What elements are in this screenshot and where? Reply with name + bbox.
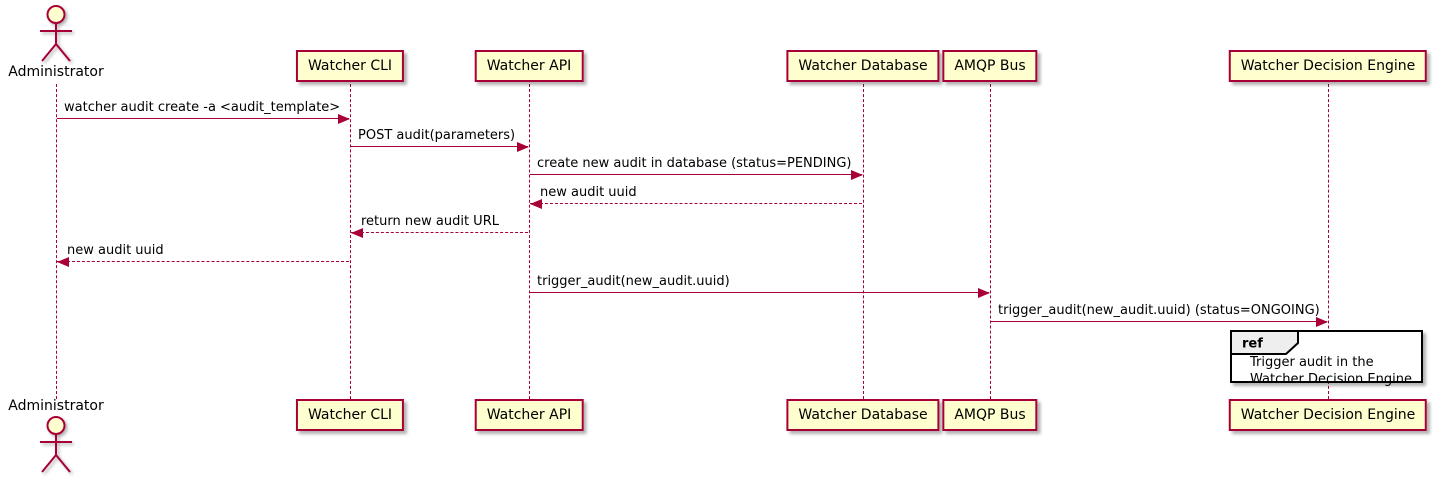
participant-box-watcher-cli-top: Watcher CLI (295, 50, 405, 82)
message-label-7: trigger_audit(new_audit.uuid) (537, 274, 730, 289)
ref-text-line2: Watcher Decision Engine (1250, 372, 1412, 387)
participant-box-watcher-api-bottom: Watcher API (474, 399, 584, 431)
arrowhead-icon (978, 288, 990, 298)
arrowhead-icon (1316, 317, 1328, 327)
message-label-3: create new audit in database (status=PEN… (537, 156, 852, 171)
actor-figure-bottom (34, 415, 78, 479)
arrowhead-icon (338, 114, 350, 124)
lifeline-administrator (56, 84, 57, 399)
lifeline-watcher-cli (350, 84, 351, 399)
person-icon (40, 416, 72, 473)
ref-tab-icon: ref (1230, 330, 1299, 355)
participant-box-watcher-decision-engine-top: Watcher Decision Engine (1228, 50, 1428, 82)
message-line-5 (351, 232, 528, 233)
message-label-2: POST audit(parameters) (358, 128, 516, 143)
participant-box-watcher-database-top: Watcher Database (786, 50, 940, 82)
message-label-5: return new audit URL (361, 214, 499, 229)
arrowhead-icon (530, 199, 542, 209)
person-icon (40, 5, 72, 62)
ref-fragment: ref Trigger audit in the Watcher Decisio… (1230, 330, 1423, 387)
lifeline-watcher-database (863, 84, 864, 399)
ref-text-line1: Trigger audit in the (1250, 355, 1374, 370)
actor-figure-top (34, 4, 78, 68)
participant-box-watcher-database-bottom: Watcher Database (786, 399, 940, 431)
arrowhead-icon (517, 142, 529, 152)
message-line-1 (57, 118, 349, 119)
message-line-8 (991, 321, 1327, 322)
message-line-3 (530, 174, 862, 175)
participant-box-watcher-decision-engine-bottom: Watcher Decision Engine (1228, 399, 1428, 431)
lifeline-watcher-decision-engine (1328, 84, 1329, 399)
message-label-1: watcher audit create -a <audit_template> (64, 100, 341, 115)
ref-text: Trigger audit in the Watcher Decision En… (1250, 354, 1412, 388)
message-line-2 (351, 146, 528, 147)
message-line-6 (57, 261, 349, 262)
message-label-8: trigger_audit(new_audit.uuid) (status=ON… (998, 303, 1320, 318)
arrowhead-icon (851, 170, 863, 180)
message-line-7 (530, 292, 989, 293)
participant-box-amqp-bus-bottom: AMQP Bus (942, 399, 1038, 431)
lifeline-amqp-bus (990, 84, 991, 399)
participant-box-watcher-api-top: Watcher API (474, 50, 584, 82)
arrowhead-icon (57, 257, 69, 267)
actor-label-bottom: Administrator (8, 398, 104, 414)
ref-keyword: ref (1242, 337, 1263, 352)
lifeline-watcher-api (529, 84, 530, 399)
arrowhead-icon (351, 228, 363, 238)
participant-box-amqp-bus-top: AMQP Bus (942, 50, 1038, 82)
participant-box-watcher-cli-bottom: Watcher CLI (295, 399, 405, 431)
message-line-4 (530, 203, 862, 204)
actor-label-top: Administrator (8, 64, 104, 80)
message-label-4: new audit uuid (540, 185, 637, 200)
message-label-6: new audit uuid (67, 243, 164, 258)
